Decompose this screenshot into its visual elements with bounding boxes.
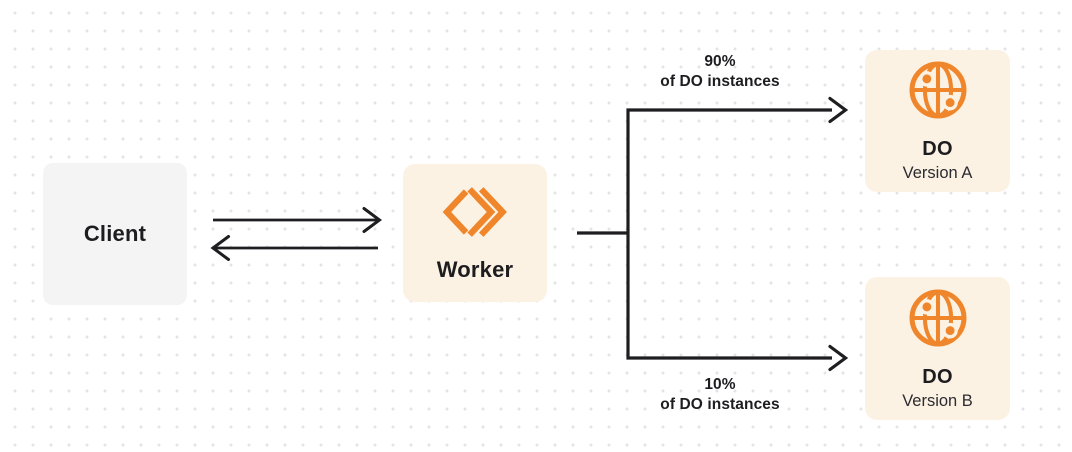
bottom-branch-label: 10% of DO instances (610, 375, 830, 415)
top-branch-caption: of DO instances (660, 73, 780, 90)
globe-icon (909, 289, 966, 346)
branch-trunk (626, 108, 832, 360)
arrowhead-to-do-version-a (828, 96, 849, 124)
do-version-a-node: DO Version A (865, 50, 1010, 192)
arrow-worker-to-client (210, 235, 378, 261)
do-version-a-title: DO (922, 138, 953, 160)
bottom-branch-percent: 10% (704, 376, 736, 393)
arrow-client-to-worker (213, 207, 383, 233)
globe-icon (909, 61, 966, 119)
worker-label: Worker (436, 257, 514, 282)
client-label: Client (83, 221, 147, 246)
do-version-b-node: DO Version B (865, 277, 1010, 420)
bottom-branch-caption: of DO instances (660, 396, 780, 413)
do-version-b-subtitle: Version B (902, 391, 973, 410)
client-node: Client (43, 163, 187, 305)
do-version-a-subtitle: Version A (902, 164, 973, 182)
top-branch-percent: 90% (704, 53, 736, 70)
worker-node: Worker (403, 164, 547, 302)
top-branch-label: 90% of DO instances (610, 52, 830, 92)
do-version-b-title: DO (922, 365, 953, 388)
workers-chevrons-icon (442, 187, 507, 237)
arrowhead-to-do-version-b (828, 344, 849, 372)
